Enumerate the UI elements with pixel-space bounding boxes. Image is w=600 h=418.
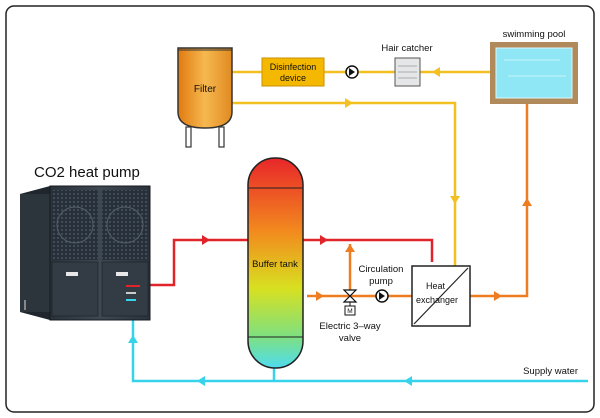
valve-label-line1: Electric 3–way bbox=[319, 321, 380, 332]
heat-pump-unit bbox=[20, 185, 151, 321]
flow-arrow bbox=[450, 196, 460, 204]
filtered-water-pipe bbox=[232, 101, 457, 268]
circulation-pump-icon bbox=[375, 289, 389, 303]
flow-arrow bbox=[316, 291, 324, 301]
flow-arrow bbox=[320, 235, 328, 245]
flow-arrow bbox=[522, 198, 532, 206]
valve-symbol: M bbox=[347, 308, 352, 315]
heat-exchanger-label-line1: Heat bbox=[426, 281, 446, 291]
disinfection-device bbox=[261, 57, 325, 87]
flow-arrow bbox=[345, 244, 355, 252]
heat-exchanger bbox=[411, 265, 471, 327]
swimming-pool bbox=[490, 42, 578, 104]
heated-pool-pipe bbox=[470, 104, 529, 298]
disinfection-label-line2: device bbox=[280, 73, 306, 83]
flow-arrow bbox=[202, 235, 210, 245]
flow-arrow bbox=[128, 335, 138, 343]
flow-arrow bbox=[494, 291, 502, 301]
heat-exchanger-label-line2: exchanger bbox=[416, 295, 458, 305]
flow-arrow bbox=[345, 98, 353, 108]
buffer-tank-label: Buffer tank bbox=[252, 259, 298, 270]
supply-water-label: Supply water bbox=[523, 366, 578, 377]
heat-pump-label: CO2 heat pump bbox=[34, 164, 140, 181]
hair-catcher bbox=[394, 57, 421, 87]
valve-label-line2: valve bbox=[339, 333, 361, 344]
filter-label: Filter bbox=[194, 84, 217, 95]
swimming-pool-label: swimming pool bbox=[503, 29, 566, 40]
three-way-valve-icon bbox=[342, 289, 358, 316]
filter-vessel bbox=[177, 47, 233, 148]
flow-arrow bbox=[197, 376, 205, 386]
circulation-pump-label-line1: Circulation bbox=[359, 264, 404, 275]
hair-catcher-label: Hair catcher bbox=[381, 43, 432, 54]
hot-water-pipe bbox=[140, 238, 434, 287]
pool-pump-icon bbox=[345, 65, 359, 79]
flow-arrow bbox=[404, 376, 412, 386]
flow-arrow bbox=[432, 67, 440, 77]
buffer-tank bbox=[247, 157, 304, 369]
disinfection-label-line1: Disinfection bbox=[270, 62, 317, 72]
circulation-pump-label-line2: pump bbox=[369, 276, 393, 287]
